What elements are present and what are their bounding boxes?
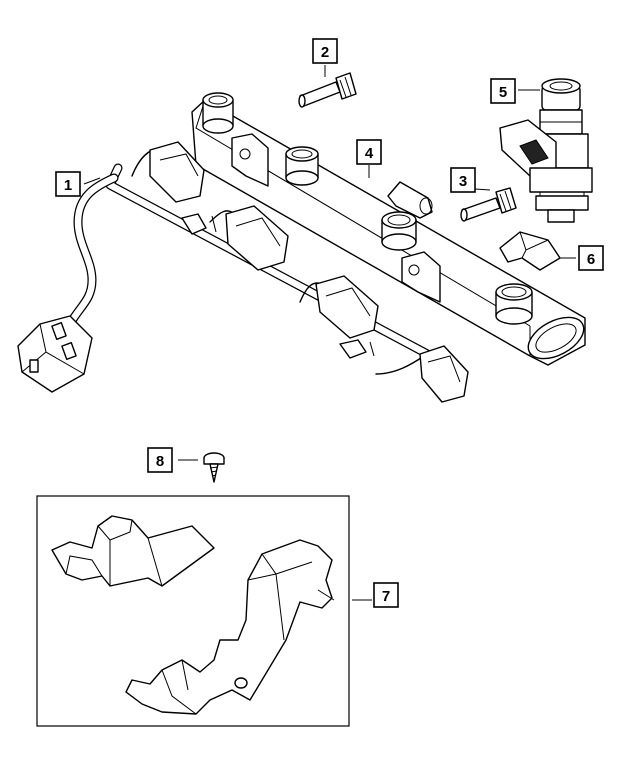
screw-icon: [178, 452, 225, 483]
callout-label: 4: [365, 145, 374, 162]
callout-4: 4: [356, 139, 382, 165]
callout-label: 3: [459, 173, 467, 190]
callout-label: 2: [321, 44, 329, 61]
fuel-injector-icon: [499, 78, 593, 223]
bolt-icon: [298, 65, 357, 108]
bolt-icon: [460, 187, 517, 222]
callout-8: 8: [147, 447, 173, 473]
callout-7: 7: [373, 582, 399, 608]
callout-label: 6: [587, 251, 595, 268]
callout-label: 5: [499, 84, 507, 101]
callout-3: 3: [450, 167, 476, 193]
callout-label: 8: [156, 453, 164, 470]
bracket-icon: [36, 495, 372, 727]
fuel-rail-icon: [191, 92, 586, 366]
callout-label: 7: [382, 588, 390, 605]
wiring-harness-icon: [17, 141, 469, 403]
retainer-clip-icon: [499, 231, 576, 271]
callout-2: 2: [312, 38, 338, 64]
callout-label: 1: [64, 177, 72, 194]
callout-5: 5: [490, 78, 516, 104]
callout-1: 1: [55, 171, 81, 197]
callout-6: 6: [578, 245, 604, 271]
